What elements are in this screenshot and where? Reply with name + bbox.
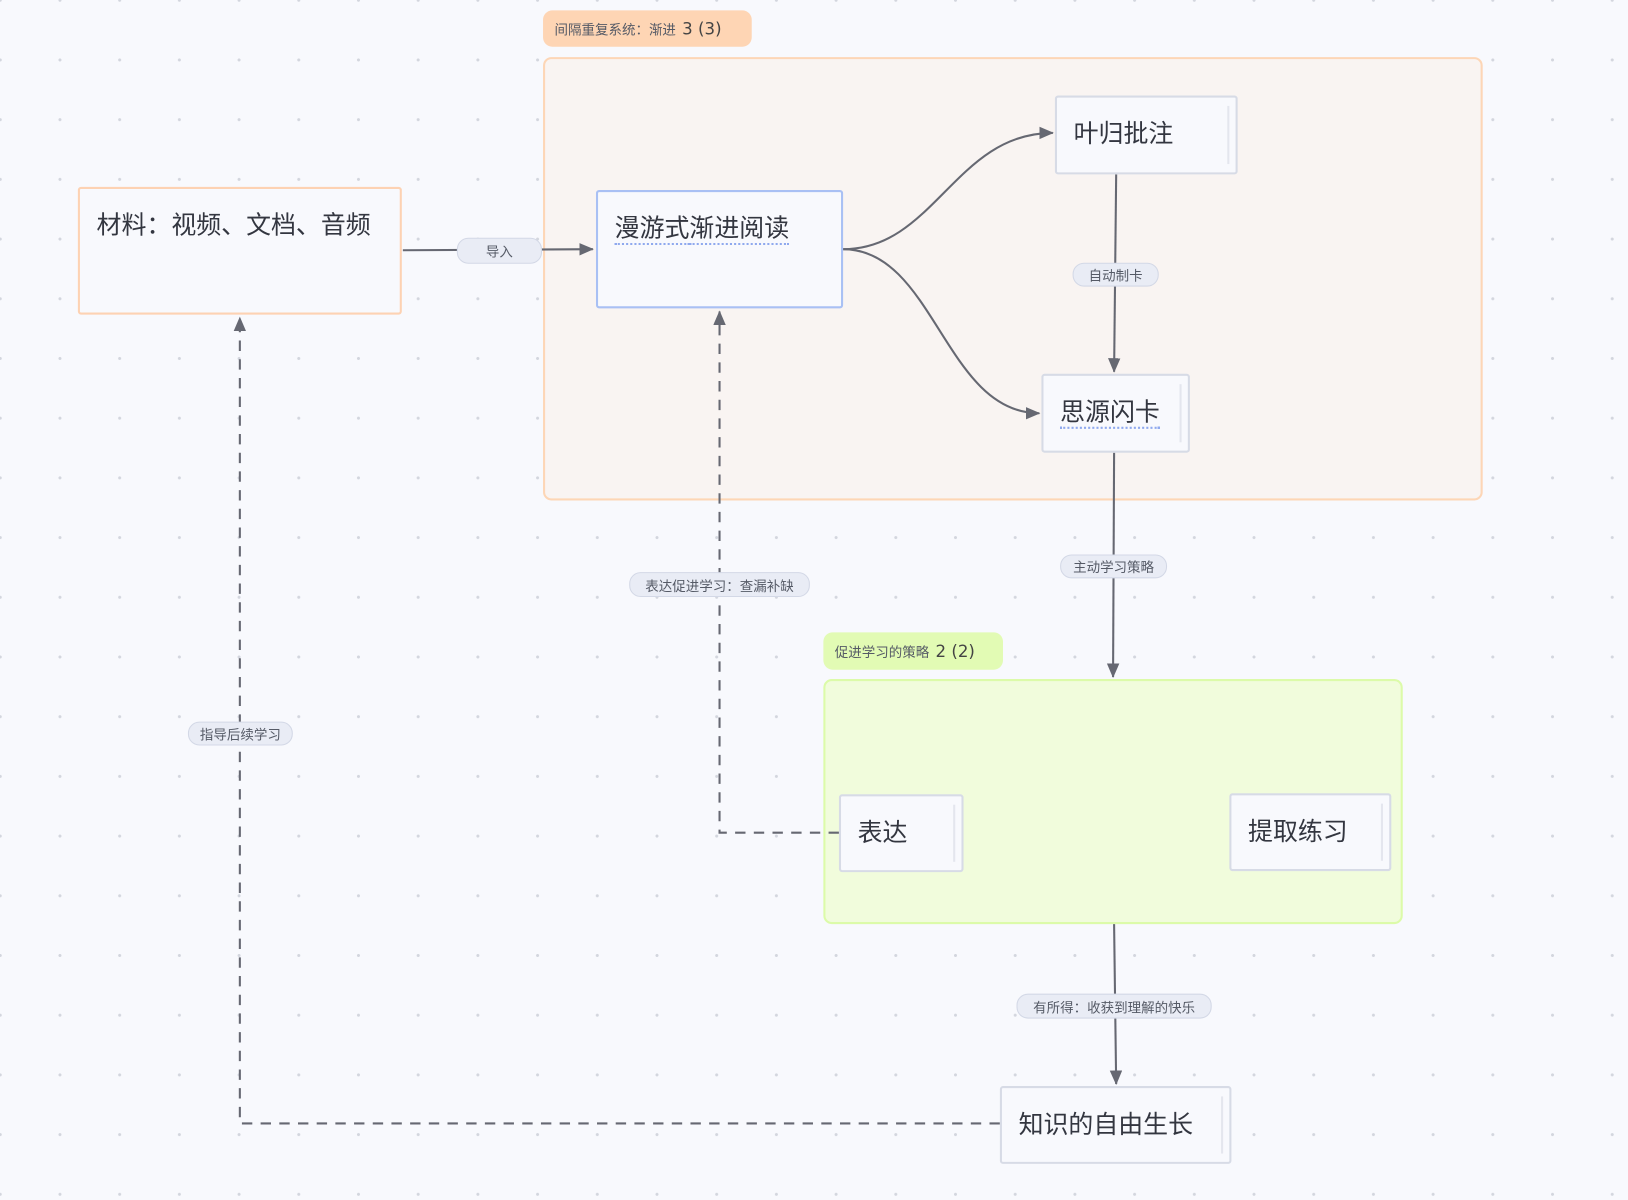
scrollbar[interactable] bbox=[953, 804, 956, 862]
node-progressive-reading[interactable]: 漫游式渐进阅读 bbox=[595, 190, 844, 309]
edge-label-import[interactable]: 导入 bbox=[456, 237, 542, 264]
node-annotation[interactable]: 叶归批注 bbox=[1054, 95, 1238, 175]
scrollbar[interactable] bbox=[1227, 105, 1230, 165]
edge-label-auto-card[interactable]: 自动制卡 bbox=[1072, 262, 1159, 287]
edge-label-active-strategy[interactable]: 主动学习策略 bbox=[1060, 554, 1168, 579]
node-text: 渐进阅读 bbox=[689, 214, 790, 246]
node-material[interactable]: 材料：视频、文档、音频 bbox=[77, 186, 402, 315]
group-label-spaced-repetition[interactable]: 间隔重复系统：渐进 3 (3) bbox=[543, 10, 752, 47]
edge-express-learning bbox=[713, 310, 839, 834]
edge-to-annotation bbox=[843, 126, 1054, 251]
node-flashcard[interactable]: 思源闪卡 bbox=[1041, 373, 1190, 453]
node-retrieval[interactable]: 提取练习 bbox=[1229, 793, 1392, 872]
node-text: 漫游式 bbox=[614, 214, 690, 246]
scrollbar[interactable] bbox=[1380, 803, 1384, 861]
group-title: 促进学习的策略 bbox=[834, 645, 930, 661]
edge-label-express-learning[interactable]: 表达促进学习：查漏补缺 bbox=[629, 572, 810, 598]
node-text: 知识的自由生长 bbox=[1018, 1109, 1194, 1140]
node-text: 材料：视频、文档、音频 bbox=[96, 210, 371, 240]
edge-guide bbox=[233, 316, 1000, 1125]
node-express[interactable]: 表达 bbox=[838, 794, 964, 873]
node-text: 提取练习 bbox=[1248, 817, 1348, 847]
node-text: 叶归批注 bbox=[1073, 119, 1174, 149]
scrollbar[interactable] bbox=[1179, 384, 1182, 443]
edge-label-guide[interactable]: 指导后续学习 bbox=[187, 721, 293, 746]
node-text: 思源闪卡 bbox=[1060, 397, 1160, 429]
group-title: 间隔重复系统：渐进 bbox=[554, 22, 676, 39]
group-count: 2 (2) bbox=[935, 641, 975, 661]
node-knowledge-growth[interactable]: 知识的自由生长 bbox=[999, 1086, 1232, 1164]
edge-label-gain[interactable]: 有所得：收获到理解的快乐 bbox=[1016, 993, 1212, 1019]
edge-to-flashcard bbox=[843, 248, 1041, 420]
node-text: 表达 bbox=[857, 818, 908, 848]
scrollbar[interactable] bbox=[1221, 1096, 1224, 1154]
group-label-learning-strategy[interactable]: 促进学习的策略 2 (2) bbox=[823, 632, 1003, 670]
group-count: 3 (3) bbox=[682, 18, 722, 39]
